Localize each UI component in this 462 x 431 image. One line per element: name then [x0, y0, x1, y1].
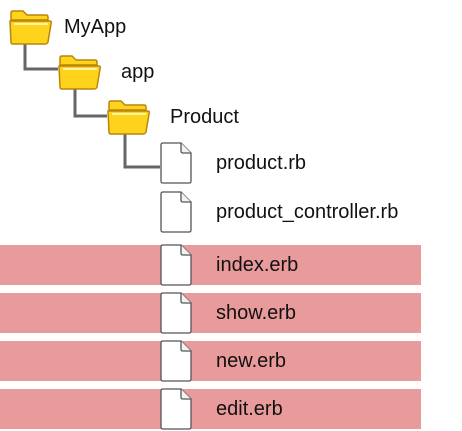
file-icon [160, 340, 192, 382]
folder-label: Product [170, 106, 239, 128]
file-icon [160, 191, 192, 233]
file-icon [160, 244, 192, 286]
file-label: show.erb [216, 302, 297, 324]
folder-icon [107, 100, 151, 135]
file-icon [160, 292, 192, 334]
file-icon [160, 142, 192, 184]
file-label: new.erb [216, 350, 287, 372]
file-label: index.erb [216, 254, 299, 276]
row-highlight [0, 293, 421, 333]
folder-label: app [121, 61, 155, 83]
row-highlight [0, 341, 421, 381]
file-icon [160, 388, 192, 430]
file-label: product_controller.rb [216, 201, 399, 223]
folder-icon [9, 10, 53, 45]
row-highlight [0, 245, 421, 285]
file-label: product.rb [216, 152, 307, 174]
folder-label: MyApp [64, 16, 127, 38]
row-highlight [0, 389, 421, 429]
folder-icon [58, 55, 102, 90]
file-label: edit.erb [216, 398, 283, 420]
